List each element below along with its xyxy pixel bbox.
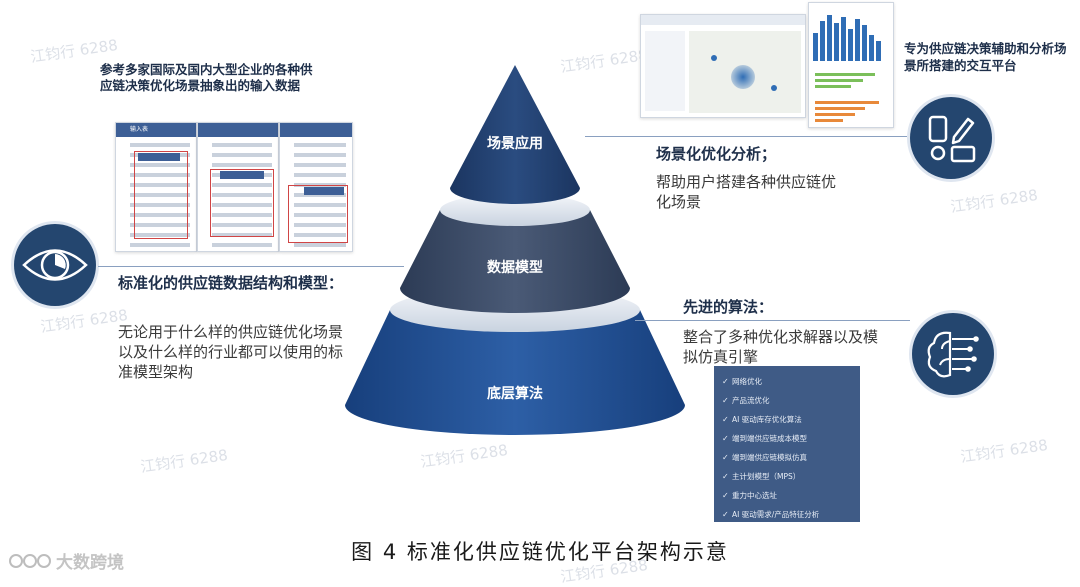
- algorithm-item: ✓重力中心选址: [714, 486, 860, 505]
- eye-chart-icon: [14, 224, 96, 306]
- input-table-mock-1: [115, 122, 197, 252]
- standard-body: 无论用于什么样的供应链优化场景以及什么样的行业都可以使用的标准模型架构: [118, 322, 346, 382]
- watermark: 江钧行 6288: [949, 184, 1039, 217]
- algorithm-item: ✓主计划模型（MPS）: [714, 467, 860, 486]
- scenario-heading: 场景化优化分析；: [656, 143, 776, 164]
- tier-top-label: 场景应用: [455, 133, 575, 153]
- scenario-body: 帮助用户搭建各种供应链优化场景: [656, 172, 846, 212]
- platform-chart-screenshot: [808, 2, 894, 128]
- algorithm-body: 整合了多种优化求解器以及模拟仿真引擎: [683, 327, 888, 367]
- brain-circuit-icon: [912, 313, 994, 395]
- logo-text: 大数跨境: [56, 548, 124, 573]
- standard-connector-line: [98, 266, 404, 267]
- check-icon: ✓: [722, 372, 729, 391]
- algorithm-item: ✓产品流优化: [714, 391, 860, 410]
- platform-title: 专为供应链决策辅助和分析场景所搭建的交互平台: [904, 40, 1074, 74]
- algorithm-item: ✓AI 驱动库存优化算法: [714, 410, 860, 429]
- algorithm-connector-line: [635, 320, 910, 321]
- check-icon: ✓: [722, 391, 729, 410]
- watermark: 江钧行 6288: [39, 304, 129, 337]
- tier-bottom-label: 底层算法: [455, 383, 575, 403]
- algorithm-item: ✓AI 驱动需求/产品特征分析: [714, 505, 860, 524]
- mock-header-label: 输入表: [130, 124, 148, 133]
- input-table-mock-3: [279, 122, 353, 252]
- scenario-connector-line: [585, 136, 907, 137]
- devices-edit-icon: [910, 97, 992, 179]
- check-icon: ✓: [722, 429, 729, 448]
- algorithm-item: ✓网络优化: [714, 372, 860, 391]
- logo-icon: [8, 550, 52, 572]
- check-icon: ✓: [722, 467, 729, 486]
- check-icon: ✓: [722, 505, 729, 524]
- check-icon: ✓: [722, 486, 729, 505]
- standard-heading: 标准化的供应链数据结构和模型：: [118, 273, 343, 293]
- algorithm-list: ✓网络优化 ✓产品流优化 ✓AI 驱动库存优化算法 ✓端到端供应链成本模型 ✓端…: [714, 366, 860, 522]
- check-icon: ✓: [722, 448, 729, 467]
- input-table-mock-2: [197, 122, 279, 252]
- algorithm-heading: 先进的算法：: [683, 296, 773, 317]
- check-icon: ✓: [722, 410, 729, 429]
- input-data-title: 参考多家国际及国内大型企业的各种供应链决策优化场景抽象出的输入数据: [100, 62, 315, 94]
- algorithm-item: ✓端到端供应链成本模型: [714, 429, 860, 448]
- logo: 大数跨境: [8, 548, 124, 573]
- algorithm-item: ✓端到端供应链模拟仿真: [714, 448, 860, 467]
- watermark: 江钧行 6288: [139, 444, 229, 477]
- figure-caption: 图 4 标准化供应链优化平台架构示意: [0, 536, 1080, 566]
- tier-middle-label: 数据模型: [455, 257, 575, 277]
- platform-map-screenshot: [640, 14, 806, 118]
- watermark: 江钧行 6288: [959, 434, 1049, 467]
